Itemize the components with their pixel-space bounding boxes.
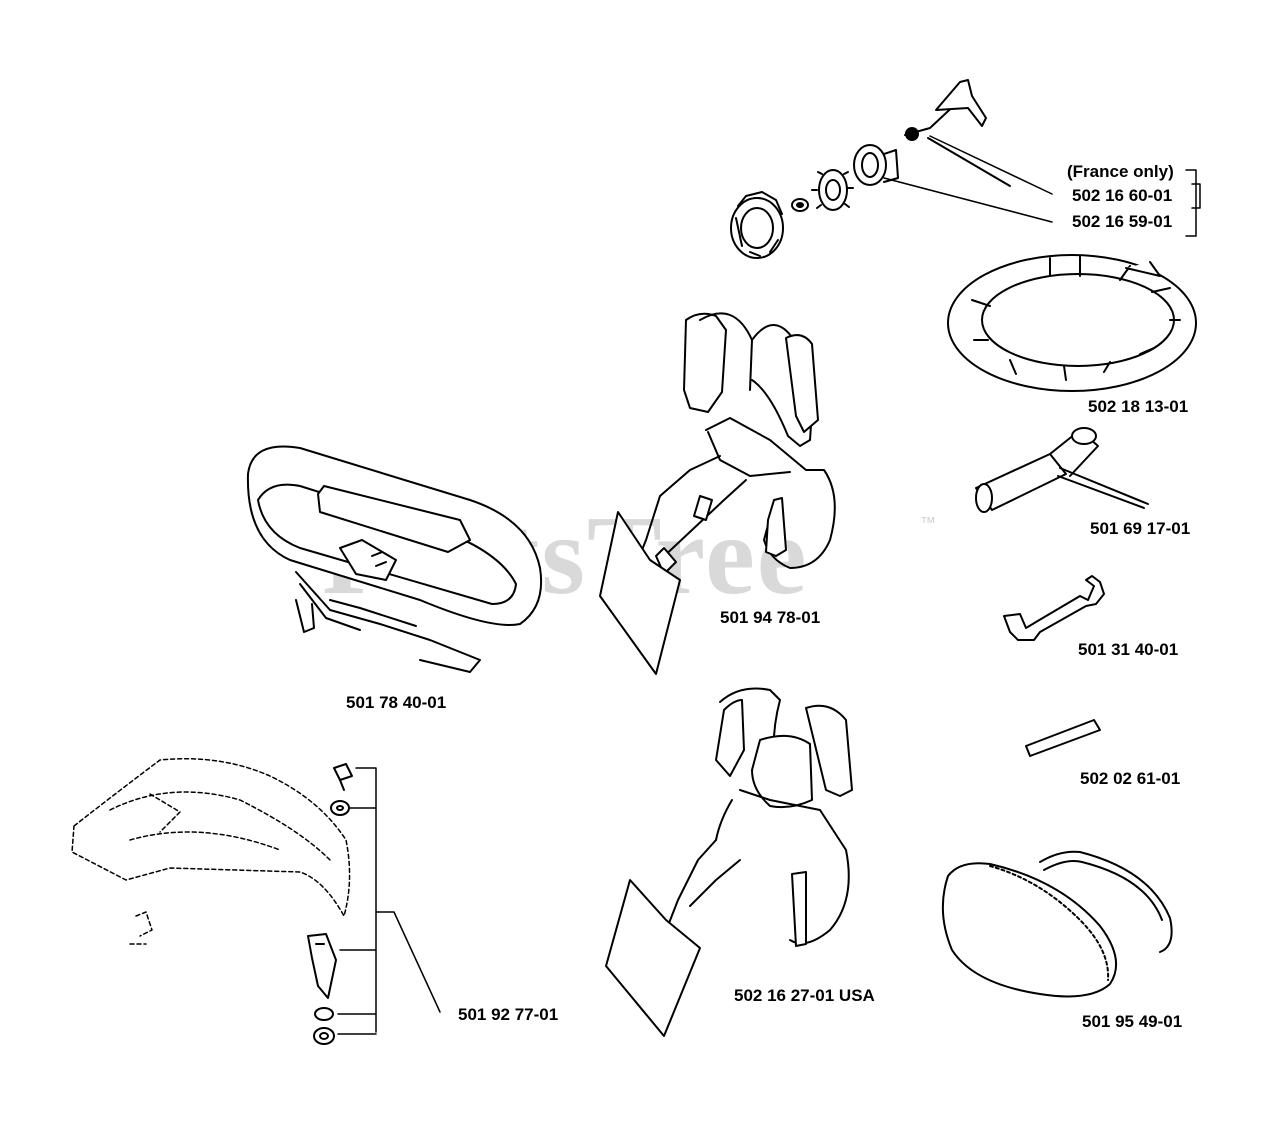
- part-number-cap-b: 502 16 59-01: [1072, 212, 1173, 231]
- watermark-trademark: ™: [920, 515, 936, 532]
- carrying-belt-icon: [246, 445, 543, 673]
- spark-plug-wrench-icon: [975, 427, 1149, 513]
- guard-lock-nut-icon: [313, 1027, 335, 1045]
- guard-bracket-icon: [307, 933, 337, 999]
- part-number-spark-wrench: 501 69 17-01: [1090, 519, 1191, 538]
- part-number-ear-protector: 501 95 49-01: [1082, 1012, 1183, 1031]
- part-number-pin: 502 02 61-01: [1080, 769, 1181, 788]
- guard-washer-icon: [314, 1007, 334, 1021]
- ear-protector-icon: [941, 850, 1173, 998]
- harness-usa-icon: [605, 687, 853, 1037]
- vent-insert-icon: [853, 144, 899, 186]
- pin-icon: [1025, 719, 1101, 757]
- france-only-note: (France only): [1067, 162, 1174, 181]
- part-number-belt: 501 78 40-01: [346, 693, 447, 712]
- washer-icon: [791, 198, 809, 212]
- guard-ring-icon: [947, 254, 1197, 392]
- guard-nut-icon: [330, 800, 350, 816]
- fuel-cap-icon: [730, 191, 784, 259]
- part-number-open-wrench: 501 31 40-01: [1078, 640, 1179, 659]
- part-number-harness: 501 94 78-01: [720, 608, 821, 627]
- guard-screw-icon: [333, 763, 353, 791]
- combination-wrench-icon: [1003, 575, 1105, 641]
- part-number-cap-a: 502 16 60-01: [1072, 186, 1173, 205]
- part-number-ring: 502 18 13-01: [1088, 397, 1189, 416]
- harness-icon: [599, 312, 836, 675]
- part-number-harness-usa: 502 16 27-01 USA: [734, 986, 875, 1005]
- part-number-guard-kit: 501 92 77-01: [458, 1005, 559, 1024]
- fuel-strainer-icon: [904, 79, 1011, 187]
- gear-ring-icon: [811, 169, 854, 211]
- blade-guard-icon: [71, 757, 351, 945]
